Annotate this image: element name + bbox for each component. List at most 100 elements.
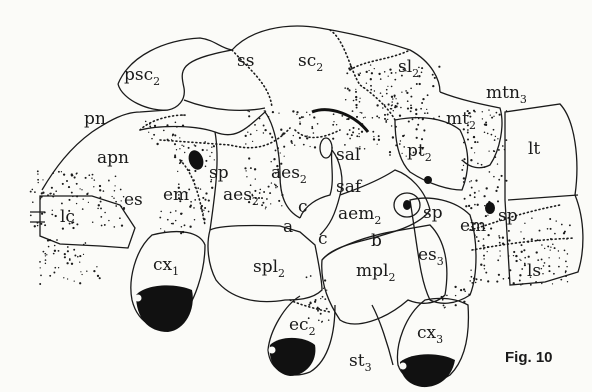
spiracle-left	[186, 148, 206, 172]
stipple-dot	[204, 199, 206, 201]
stipple-dot	[119, 217, 121, 219]
stipple-dot	[82, 198, 83, 199]
stipple-dot	[499, 242, 501, 244]
stipple-dot	[280, 152, 281, 153]
stipple-dot	[179, 137, 180, 138]
stipple-dot	[548, 257, 549, 258]
stipple-dot	[97, 275, 99, 277]
stipple-dot	[474, 152, 475, 153]
stipple-dot	[269, 133, 271, 135]
stipple-dot	[38, 182, 39, 183]
stipple-dot	[565, 272, 566, 273]
stipple-dot	[427, 112, 429, 114]
stipple-dot	[547, 228, 549, 230]
stipple-dot	[561, 224, 563, 226]
stipple-dot	[475, 180, 477, 182]
stipple-dot	[471, 187, 473, 189]
stipple-dot	[44, 211, 46, 213]
stipple-dot	[76, 195, 78, 197]
stipple-dot	[278, 200, 280, 202]
stipple-dot	[208, 200, 210, 202]
stipple-dot	[487, 234, 489, 236]
stipple-dot	[531, 238, 533, 240]
stipple-dot	[553, 273, 555, 275]
stipple-dot	[332, 124, 334, 126]
stipple-dot	[359, 136, 360, 137]
stipple-dot	[473, 277, 475, 279]
stipple-dot	[53, 253, 55, 255]
stipple-dot	[463, 158, 465, 160]
stipple-dot	[550, 238, 552, 240]
stipple-dot	[189, 226, 191, 228]
stipple-dot	[483, 238, 485, 240]
stipple-dot	[487, 215, 488, 216]
stipple-dot	[194, 199, 196, 201]
stipple-dot	[471, 180, 472, 181]
stipple-dot	[524, 257, 526, 259]
stipple-dot	[248, 157, 250, 159]
stipple-dot	[499, 237, 501, 239]
stipple-dot	[100, 216, 102, 218]
stipple-dot	[37, 225, 38, 226]
stipple-dot	[63, 277, 64, 278]
stipple-dot	[248, 115, 250, 117]
stipple-dot	[464, 291, 466, 293]
stipple-dot	[346, 72, 348, 74]
stipple-dot	[73, 249, 75, 251]
stipple-dot	[85, 242, 87, 244]
stipple-dot	[468, 293, 470, 295]
stipple-dot	[483, 195, 485, 197]
stipple-dot	[567, 253, 569, 255]
stipple-dot	[399, 115, 401, 117]
stipple-dot	[497, 163, 498, 164]
stipple-dot	[519, 274, 521, 276]
stipple-dot	[515, 260, 517, 262]
stipple-dot	[93, 270, 95, 272]
label-cx1: cx1	[153, 255, 179, 278]
stipple-dot	[490, 115, 491, 116]
stipple-dot	[40, 196, 42, 198]
stipple-dot	[352, 110, 354, 112]
stipple-dot	[376, 115, 378, 117]
stipple-dot	[76, 223, 78, 225]
stipple-dot	[548, 270, 550, 272]
stipple-dot	[486, 187, 488, 189]
stipple-dot	[496, 112, 498, 114]
stipple-dot	[481, 164, 483, 166]
stipple-dot	[417, 124, 419, 126]
stipple-dot	[37, 170, 39, 172]
stipple-dot	[363, 87, 364, 88]
stipple-dot	[393, 110, 394, 111]
stipple-dot	[265, 208, 266, 209]
stipple-dot	[45, 255, 46, 256]
stipple-dot	[483, 248, 485, 250]
stipple-dot	[541, 283, 542, 284]
stipple-dot	[101, 225, 103, 227]
stipple-dot	[443, 304, 445, 306]
stipple-dot	[153, 134, 155, 136]
stipple-dot	[410, 96, 412, 98]
stipple-dot	[487, 251, 488, 252]
stipple-dot	[51, 214, 53, 216]
stipple-dot	[370, 85, 372, 87]
stipple-dot	[301, 116, 303, 118]
stipple-dot	[438, 66, 440, 68]
label-sal: sal	[336, 145, 360, 165]
stipple-dot	[376, 104, 378, 106]
stipple-dot	[188, 147, 190, 149]
stipple-dot	[422, 117, 424, 119]
stipple-dot	[55, 215, 57, 217]
stipple-dot	[463, 181, 465, 183]
label-pn: pn	[84, 109, 106, 129]
stipple-dot	[100, 207, 102, 209]
stipple-dot	[311, 126, 313, 128]
stipple-dot	[71, 263, 73, 265]
spiracle-right	[485, 202, 495, 214]
stipple-dot	[464, 198, 466, 200]
stipple-dot	[498, 179, 500, 181]
stipple-dot	[550, 228, 552, 230]
label-psc2: psc2	[124, 65, 160, 88]
stipple-dot	[502, 243, 504, 245]
stipple-dot	[77, 256, 79, 258]
stipple-dot	[508, 277, 510, 279]
